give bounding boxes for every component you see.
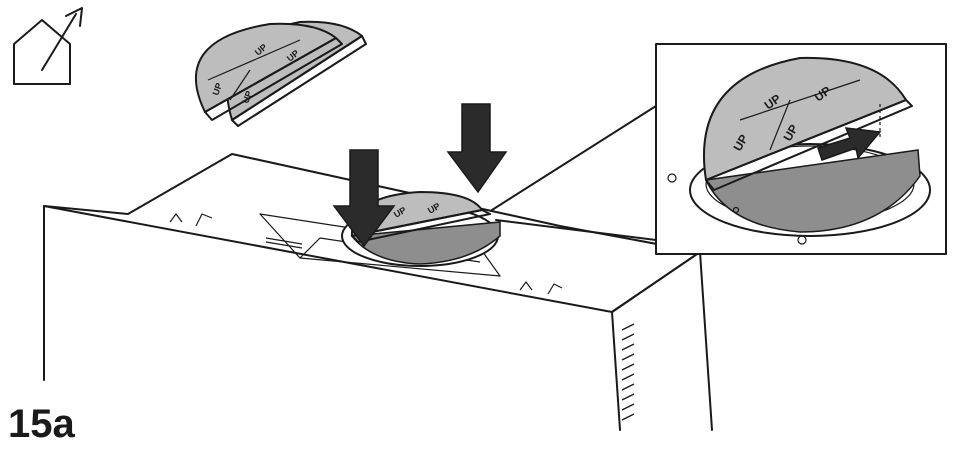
push-down-arrow [332, 103, 508, 248]
house-vent-icon [13, 7, 83, 85]
figure-label: 15a [8, 402, 75, 446]
spare-caps: UP UP UP UP [195, 20, 367, 127]
side-vents [621, 323, 635, 421]
cap-marking: UP [240, 90, 254, 105]
detail-inset: UP UP UP UP [655, 43, 947, 255]
cap-marking: UP [210, 82, 224, 97]
slide-arrow [817, 127, 882, 161]
